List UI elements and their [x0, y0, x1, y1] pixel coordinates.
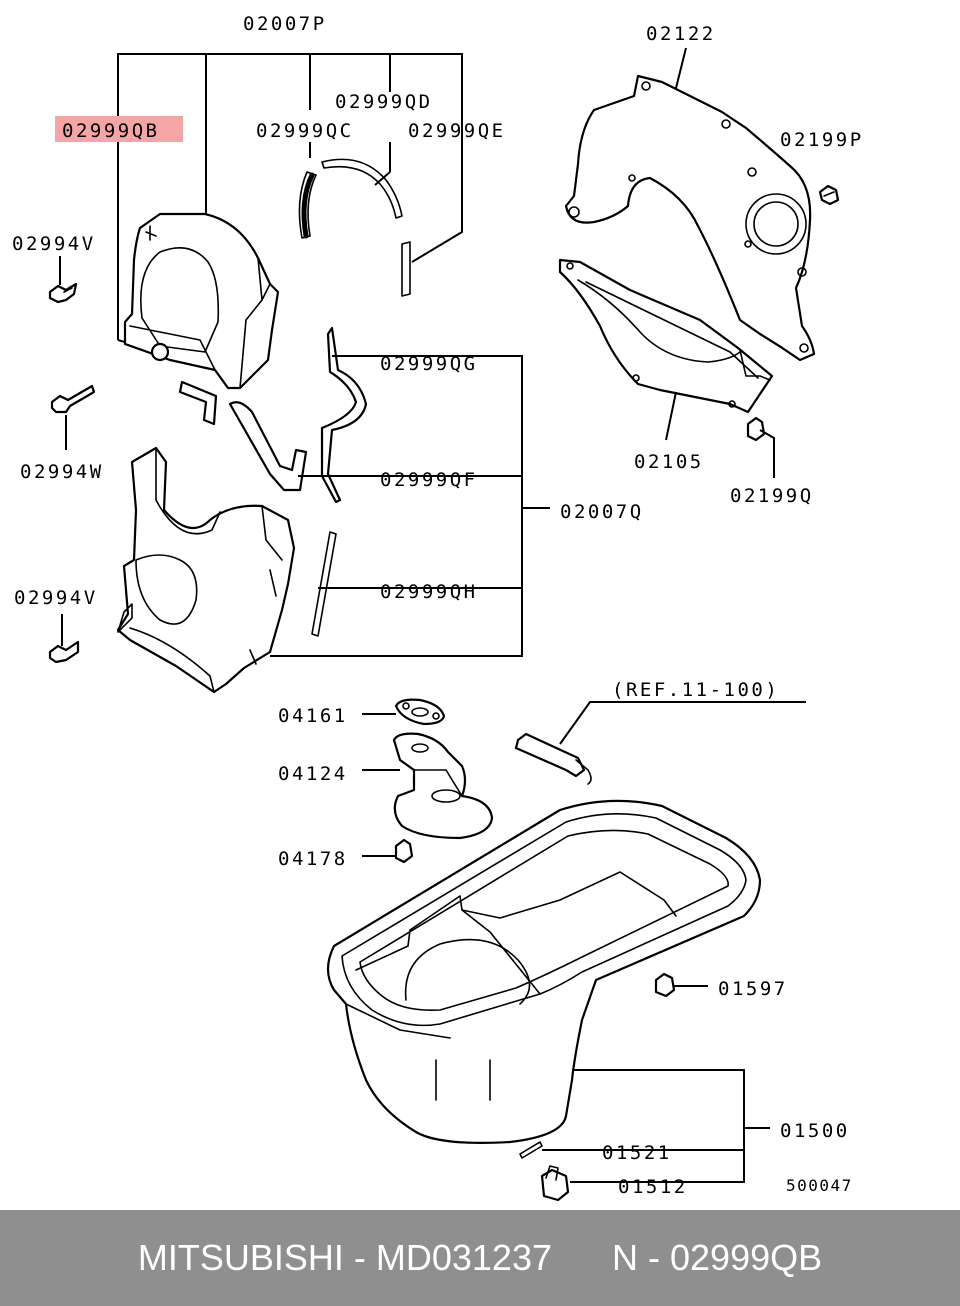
ref-tube: [514, 701, 806, 785]
label-02007P: 02007P: [243, 13, 327, 35]
leader-lines-middle: [270, 355, 550, 657]
label-02999QE: 02999QE: [408, 120, 506, 142]
label-04161: 04161: [278, 705, 348, 727]
label-04124: 04124: [278, 763, 348, 785]
oil-pan-01500: [326, 799, 762, 1144]
label-02994W: 02994W: [20, 461, 104, 483]
upper-gaskets: [298, 158, 411, 297]
lower-timing-cover: [116, 446, 296, 694]
footer-bar: MITSUBISHI - MD031237 N - 02999QB: [0, 1210, 960, 1306]
label-02199P: 02199P: [780, 129, 864, 151]
bolt-02199Q: [746, 416, 775, 478]
gasket-01521: [519, 1141, 543, 1159]
bolt-02994V-top: [48, 256, 78, 304]
label-02999QC: 02999QC: [256, 120, 354, 142]
label-01597: 01597: [718, 978, 788, 1000]
label-02999QH: 02999QH: [380, 581, 478, 603]
label-02999QF: 02999QF: [380, 469, 478, 491]
part-labels: 02007P 02999QD 02999QB 02999QC 02999QE 0…: [12, 13, 864, 1198]
bolt-02199P: [818, 184, 840, 206]
leader-lines-lower: [542, 1069, 770, 1183]
oil-strainer-04124: [362, 732, 494, 840]
back-plate: [564, 47, 816, 362]
label-02122: 02122: [646, 23, 716, 45]
drain-plug-01512: [540, 1165, 570, 1202]
bolt-04178: [362, 838, 414, 864]
label-ref: (REF.11-100): [612, 679, 779, 701]
label-02999QD: 02999QD: [335, 91, 433, 113]
label-02007Q: 02007Q: [560, 501, 644, 523]
bolt-01597: [654, 972, 708, 998]
diagram-code: 500047: [786, 1176, 853, 1195]
label-02199Q: 02199Q: [730, 485, 814, 507]
label-02994V-bottom: 02994V: [14, 587, 98, 609]
label-01512: 01512: [618, 1176, 688, 1198]
leader-lines-upper: [117, 53, 463, 353]
bolt-02994V-bottom: [48, 614, 80, 664]
highlight-box: [55, 116, 183, 142]
label-04178: 04178: [278, 848, 348, 870]
label-01521: 01521: [602, 1142, 672, 1164]
middle-gaskets: [178, 326, 368, 637]
gasket-04161: [362, 698, 446, 726]
label-02999QG: 02999QG: [380, 353, 478, 375]
label-02994V-top: 02994V: [12, 233, 96, 255]
label-02999QB: 02999QB: [62, 120, 160, 142]
parts-diagram: 02007P 02999QD 02999QB 02999QC 02999QE 0…: [12, 13, 864, 1202]
lower-plate: [558, 258, 774, 441]
label-01500: 01500: [780, 1120, 850, 1142]
label-02105: 02105: [634, 451, 704, 473]
bolt-02994W: [50, 384, 96, 450]
upper-timing-cover: [123, 212, 280, 390]
footer-part-info: MITSUBISHI - MD031237 N - 02999QB: [137, 1237, 823, 1278]
